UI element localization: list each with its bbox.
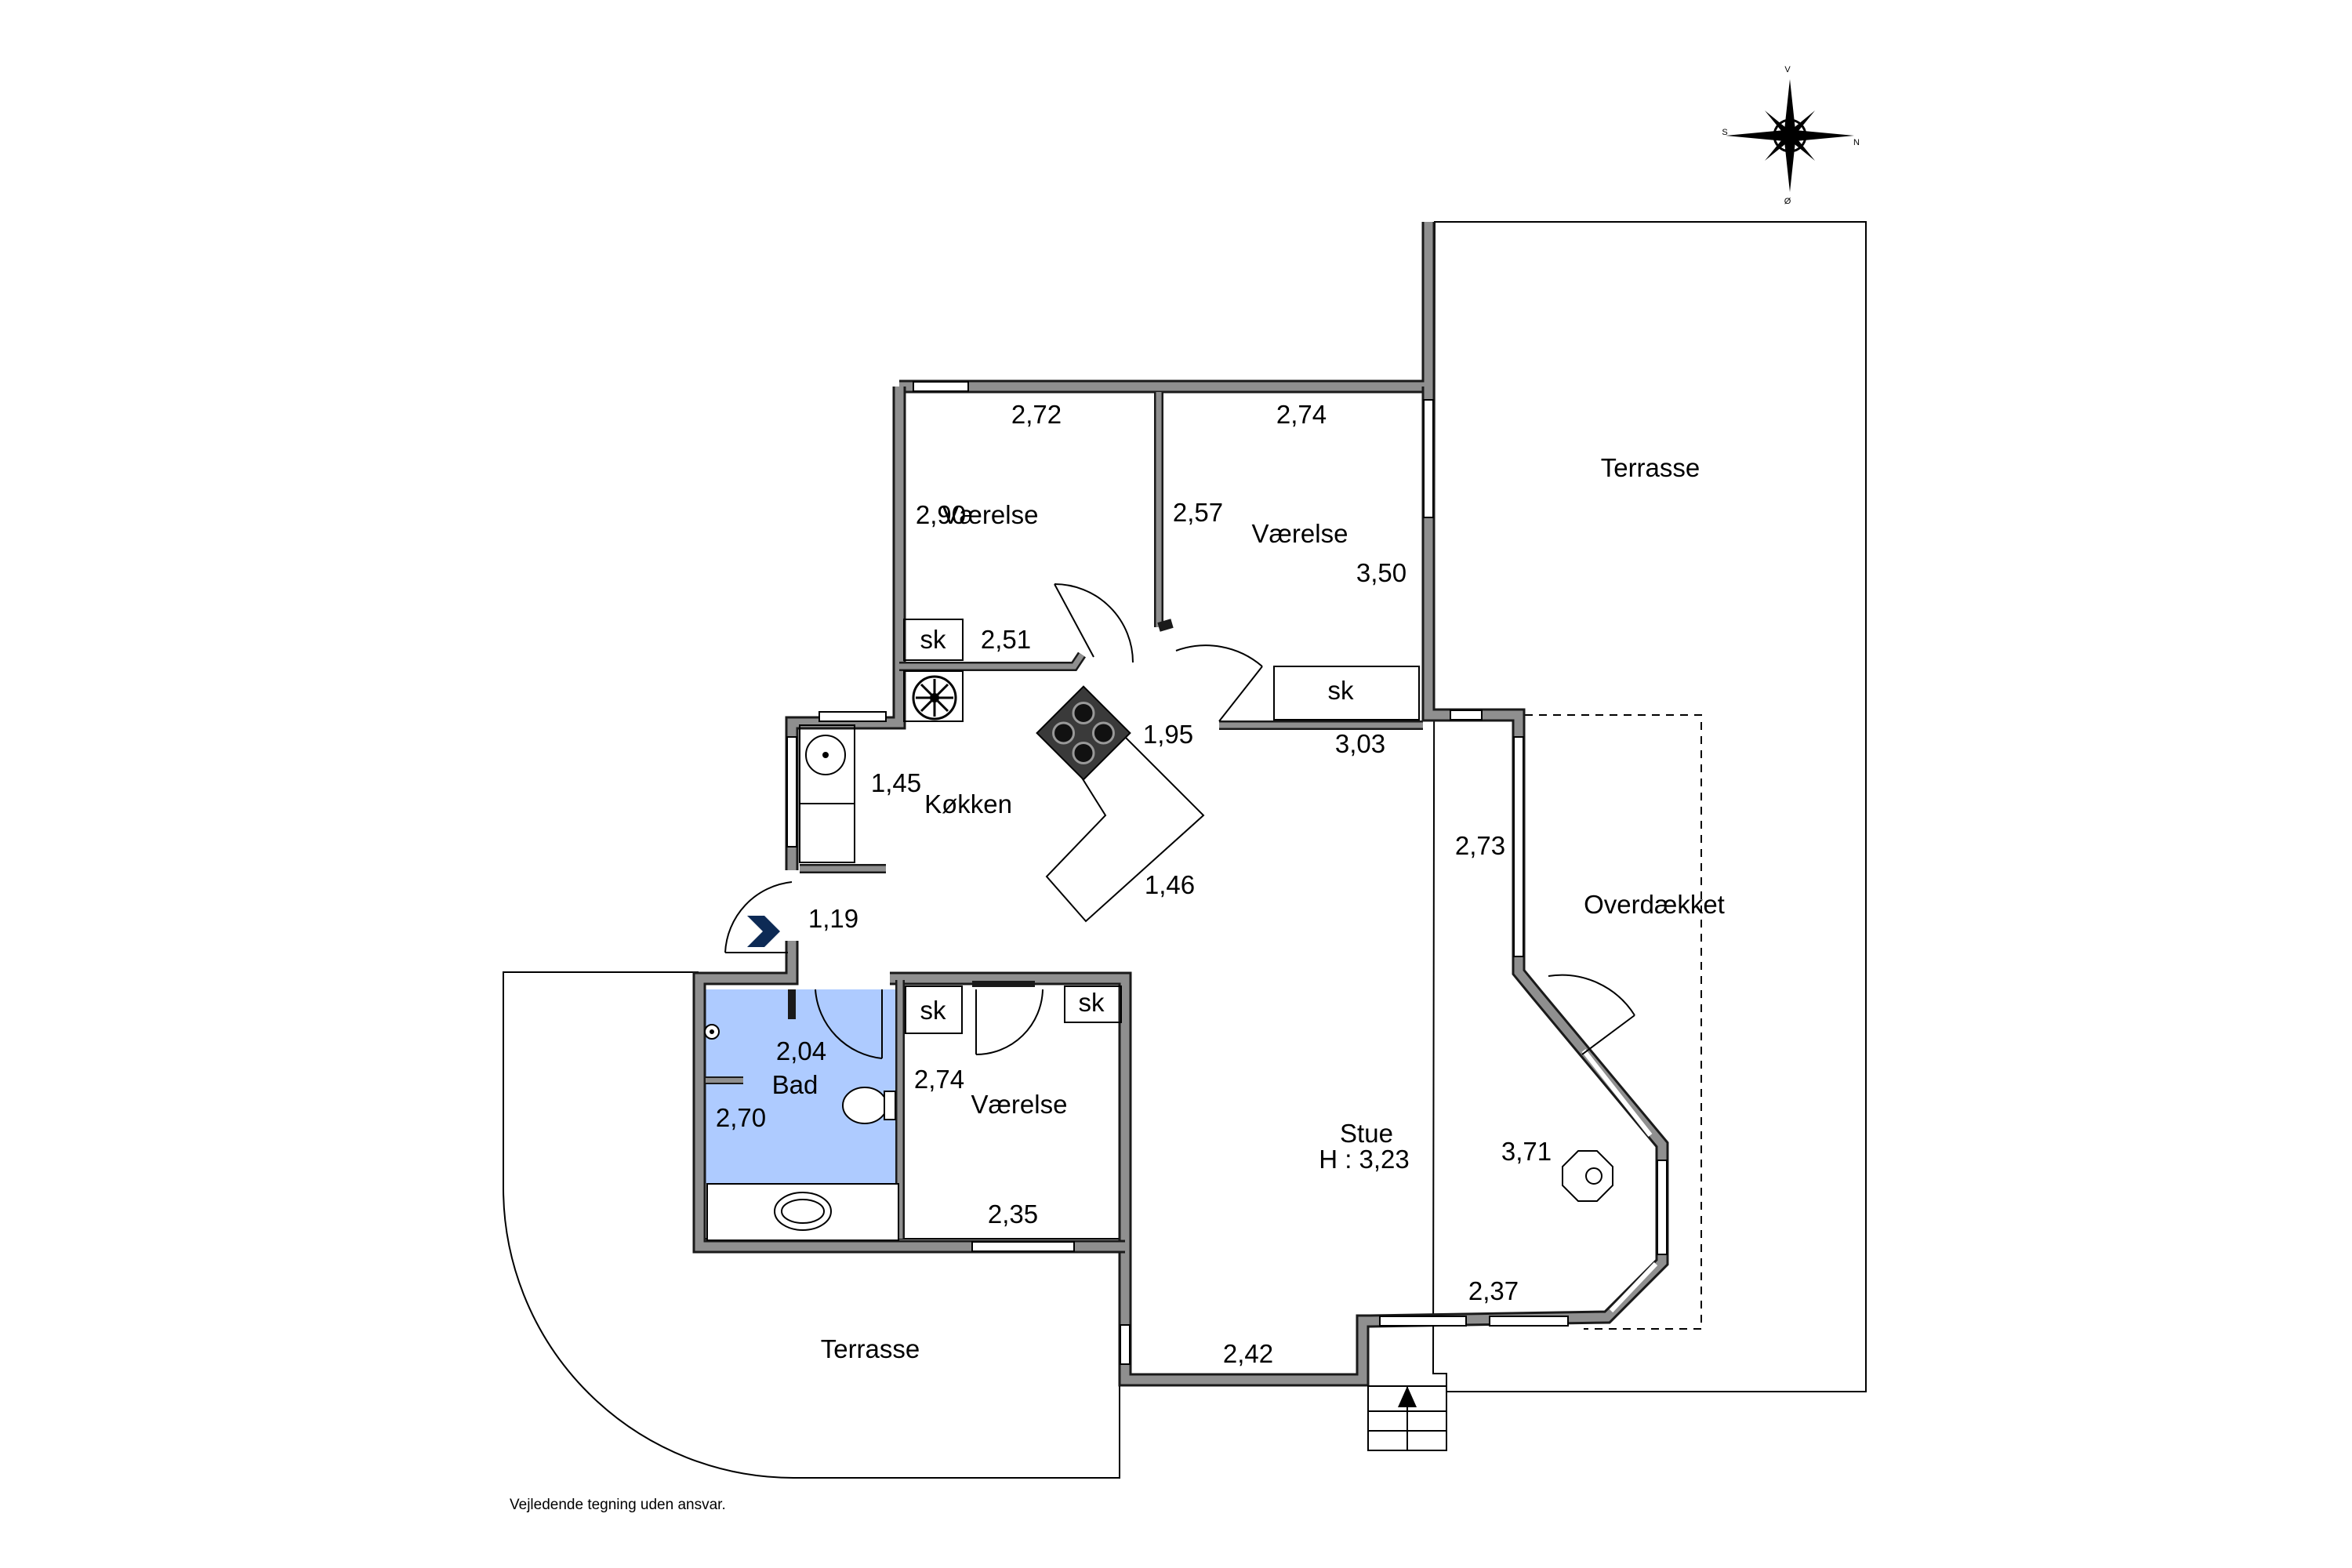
dimension-label: 3,71 (1501, 1137, 1552, 1166)
closet-label: sk (1328, 676, 1355, 705)
window (818, 711, 887, 722)
window (786, 736, 797, 848)
dimension-label: 2,35 (988, 1200, 1038, 1229)
entrance-stairs (1367, 1385, 1447, 1451)
window (1120, 1324, 1131, 1365)
dimension-label: 1,45 (871, 768, 921, 797)
room-label-terrasse-right: Terrasse (1601, 453, 1700, 482)
room-label-koekken: Køkken (924, 789, 1012, 818)
outer-wall (787, 387, 904, 870)
toilet-icon (842, 1087, 896, 1124)
fan-icon (912, 675, 957, 720)
disclaimer-text: Vejledende tegning uden ansvar. (510, 1497, 726, 1513)
door-leaf (1054, 583, 1094, 658)
door-swing (1054, 583, 1134, 663)
room-label-vaerelse-top-right: Værelse (1252, 519, 1348, 548)
dimension-label: 2,37 (1468, 1276, 1519, 1305)
compass-rose-icon (1726, 79, 1854, 192)
dimension-label: 3,03 (1335, 729, 1385, 758)
covered-area-outline (1525, 714, 1702, 1330)
dimension-label: 2,90 (916, 500, 966, 529)
closet-sk4 (1064, 985, 1122, 1023)
door-swing (1548, 974, 1635, 1016)
dimension-label: 2,74 (1276, 400, 1327, 429)
window (1581, 1049, 1653, 1137)
stove-icon (1036, 685, 1131, 781)
door-swing (815, 989, 883, 1059)
room-label-vaerelse-top-left: Værelse (942, 500, 1039, 529)
dimension-label: 2,04 (776, 1036, 826, 1065)
closet-label: sk (1079, 988, 1105, 1017)
dimension-label: 1,46 (1145, 870, 1195, 899)
dimension-label: 2,42 (1223, 1339, 1273, 1368)
window (1513, 736, 1524, 957)
window (1489, 1316, 1569, 1327)
window (1423, 399, 1434, 518)
closet-sk3 (905, 985, 963, 1034)
window (1609, 1261, 1658, 1313)
door-swing (1175, 644, 1263, 667)
room-label-overdaekket: Overdækket (1584, 890, 1725, 919)
wood-stove-icon (1562, 1150, 1613, 1202)
outer-wall (785, 387, 906, 870)
door-leaf (1581, 1014, 1635, 1055)
outer-wall (899, 222, 1433, 391)
dimension-label: 2,74 (914, 1065, 964, 1094)
sink-icon (805, 735, 846, 775)
stairs-arrow-icon (1398, 1386, 1417, 1407)
window (1657, 1160, 1668, 1255)
door-swing (724, 881, 793, 953)
outer-wall (899, 222, 1436, 394)
compass-label-bottom: Ø (1784, 197, 1791, 206)
door-swing (975, 989, 1044, 1055)
dimension-label: 1,95 (1143, 720, 1193, 749)
closet-sk1 (903, 619, 964, 661)
bathroom-floor (706, 989, 900, 1184)
dimension-label: 2,70 (716, 1103, 766, 1132)
dimension-label: 2,72 (1011, 400, 1062, 429)
entrance-arrow-icon (747, 916, 780, 947)
shower-icon (704, 1024, 720, 1040)
terrace-bottom-outline (503, 971, 1120, 1479)
closet-label: sk (920, 996, 947, 1025)
room-label-bad: Bad (772, 1070, 818, 1099)
closet-sk2 (1273, 666, 1420, 720)
dimension-label: 3,50 (1356, 558, 1406, 587)
compass-label-left: S (1722, 128, 1727, 137)
compass-label-right: N (1853, 138, 1860, 147)
closet-label: sk (920, 625, 947, 654)
room-label-vaerelse-bottom: Værelse (971, 1090, 1068, 1119)
compass-label-top: V (1784, 65, 1791, 74)
dimension-label: 2,57 (1173, 498, 1223, 527)
outer-wall (695, 941, 1125, 1251)
room-label-stue-height: H : 3,23 (1319, 1145, 1410, 1174)
dimension-label: 2,51 (981, 625, 1031, 654)
room-label-stue: Stue (1340, 1119, 1393, 1148)
kitchen-counter (799, 724, 855, 863)
dimension-label: 2,73 (1455, 831, 1505, 860)
window (971, 1241, 1075, 1252)
door-leaf (1218, 666, 1263, 722)
room-label-terrasse-bottom: Terrasse (821, 1334, 920, 1363)
window (1379, 1316, 1467, 1327)
washbasin-icon (774, 1192, 832, 1231)
window (913, 381, 969, 392)
dimension-label: 1,19 (808, 904, 858, 933)
interior-wall (1157, 619, 1174, 632)
window (1450, 710, 1483, 720)
interior-wall (899, 653, 1084, 670)
terrace-right-outline (1432, 221, 1867, 1392)
